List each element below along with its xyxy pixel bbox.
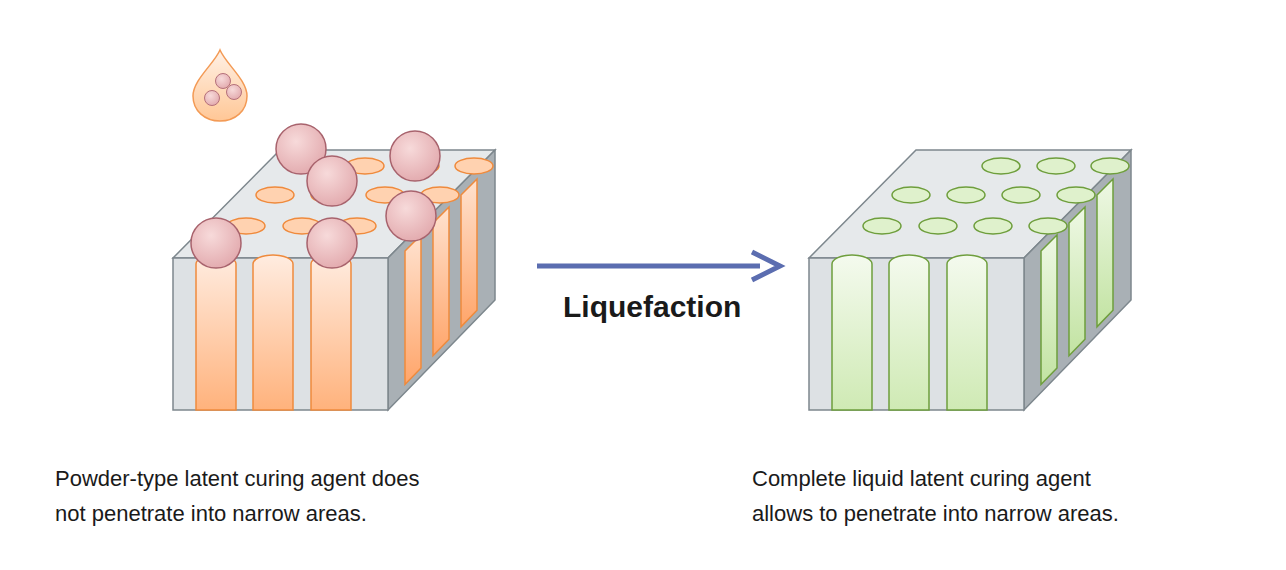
powder-particle: [191, 218, 241, 268]
pore-channel-side: [405, 235, 421, 384]
pore-channel: [253, 255, 293, 410]
block-side-face: [388, 150, 495, 410]
arrow-head: [752, 252, 780, 280]
porous-block: [809, 150, 1131, 410]
pore-opening: [919, 218, 957, 234]
arrow-label: Liquefaction: [563, 290, 741, 324]
pore-opening: [982, 158, 1020, 174]
particle: [216, 74, 231, 89]
drop-outline: [193, 50, 247, 121]
particle: [227, 85, 242, 100]
pore-opening: [892, 187, 930, 203]
pore-opening: [1029, 218, 1067, 234]
pore-channel-side: [433, 207, 449, 356]
block-side-face: [1024, 150, 1131, 410]
caption-text: Powder-type latent curing agent does not…: [55, 461, 433, 531]
pore-channel: [947, 255, 987, 410]
pore-opening: [863, 218, 901, 234]
pore-opening: [1057, 187, 1095, 203]
pore-opening: [974, 218, 1012, 234]
powder-particle: [307, 156, 357, 206]
pore-channel-side: [1097, 179, 1113, 327]
arrow-shaft: [537, 264, 760, 269]
powder-particle: [307, 218, 357, 268]
drop-icon: [193, 50, 247, 121]
particle: [205, 91, 220, 106]
block-group: [173, 124, 1131, 410]
pore-channel: [832, 255, 872, 410]
pore-opening: [455, 158, 493, 174]
caption-text: Complete liquid latent curing agent allo…: [752, 461, 1152, 531]
process-arrow: [537, 252, 780, 280]
pore-channel-side: [1069, 207, 1085, 356]
pore-channel: [311, 255, 351, 410]
pore-channel-side: [1041, 235, 1057, 384]
pore-opening: [1037, 158, 1075, 174]
pore-opening: [1002, 187, 1040, 203]
pore-channel-side: [461, 179, 477, 327]
porous-block: [173, 124, 495, 410]
pore-opening: [1091, 158, 1129, 174]
pore-channel: [889, 255, 929, 410]
powder-particle: [390, 131, 440, 181]
pore-opening: [947, 187, 985, 203]
powder-particle: [386, 191, 436, 241]
pore-opening: [256, 187, 294, 203]
pore-channel: [196, 255, 236, 410]
